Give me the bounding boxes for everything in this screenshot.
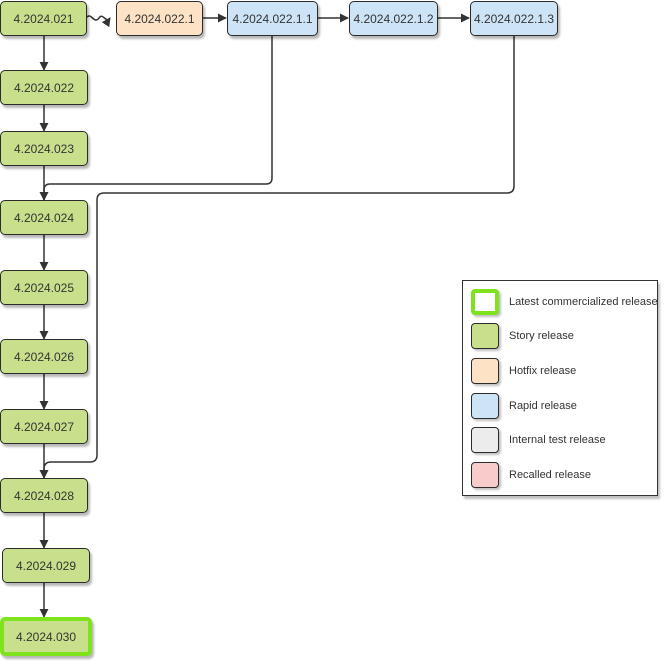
legend-label: Recalled release <box>509 469 591 481</box>
legend-item-rapid: Rapid release <box>471 393 577 419</box>
legend-label: Internal test release <box>509 434 606 446</box>
recalled-release-swatch <box>471 462 499 488</box>
edge-021-022-1 <box>85 15 111 28</box>
legend-label: Rapid release <box>509 400 577 412</box>
legend-label: Latest commercialized release <box>509 296 658 308</box>
hotfix-release-swatch <box>471 358 499 384</box>
story-release-swatch <box>471 323 499 349</box>
edge-022-1-3-to-028 <box>39 36 515 479</box>
release-node-4-2024-022-1-3[interactable]: 4.2024.022.1.3 <box>470 1 558 36</box>
legend-item-recalled: Recalled release <box>471 462 591 488</box>
legend: Latest commercialized release Story rele… <box>462 280 658 496</box>
internal-test-release-swatch <box>471 427 499 453</box>
release-node-4-2024-026[interactable]: 4.2024.026 <box>0 339 88 374</box>
release-node-4-2024-022-1[interactable]: 4.2024.022.1 <box>116 1 203 36</box>
rapid-release-swatch <box>471 393 499 419</box>
legend-item-latest: Latest commercialized release <box>471 289 658 315</box>
release-node-4-2024-022-1-1[interactable]: 4.2024.022.1.1 <box>227 1 318 36</box>
legend-label: Story release <box>509 330 574 342</box>
release-node-4-2024-027[interactable]: 4.2024.027 <box>0 409 88 444</box>
legend-item-hotfix: Hotfix release <box>471 358 576 384</box>
release-node-4-2024-023[interactable]: 4.2024.023 <box>0 131 88 166</box>
release-node-4-2024-022-1-2[interactable]: 4.2024.022.1.2 <box>349 1 438 36</box>
legend-item-internal-test: Internal test release <box>471 427 606 453</box>
legend-item-story: Story release <box>471 323 574 349</box>
edge-022-1-1-to-024 <box>39 36 273 201</box>
release-node-4-2024-022[interactable]: 4.2024.022 <box>0 70 88 105</box>
release-node-4-2024-029[interactable]: 4.2024.029 <box>2 548 90 583</box>
release-node-4-2024-024[interactable]: 4.2024.024 <box>0 200 88 235</box>
release-node-4-2024-025[interactable]: 4.2024.025 <box>0 270 88 305</box>
release-node-4-2024-028[interactable]: 4.2024.028 <box>0 478 88 513</box>
release-node-4-2024-021[interactable]: 4.2024.021 <box>0 1 87 36</box>
legend-label: Hotfix release <box>509 365 577 377</box>
release-node-4-2024-030[interactable]: 4.2024.030 <box>0 617 92 656</box>
latest-release-swatch <box>471 289 499 315</box>
